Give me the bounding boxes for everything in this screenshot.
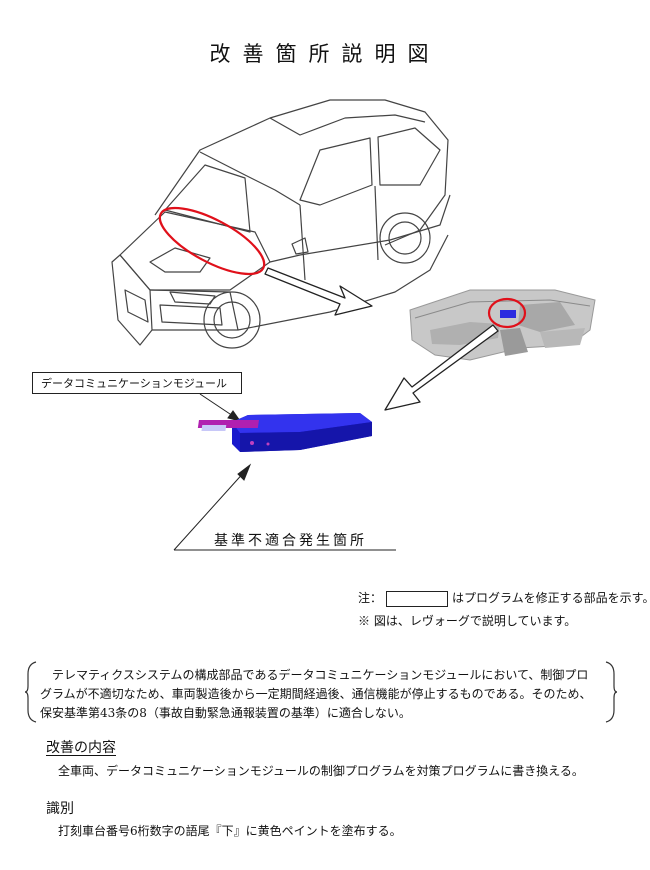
nonconformity-leader xyxy=(173,463,396,551)
dashboard-image xyxy=(409,289,596,361)
identification-heading: 識別 xyxy=(46,801,74,817)
note-prefix: 注： xyxy=(358,591,383,605)
right-bracket xyxy=(605,661,618,723)
description: テレマティクスシステムの構成部品であるデータコミュニケーションモジュールにおいて… xyxy=(40,668,592,720)
dashboard-highlight-ellipse xyxy=(487,297,527,329)
nonconformity-label: 基準不適合発生箇所 xyxy=(214,533,367,549)
module-label: データコミュニケーションモジュール xyxy=(32,372,242,394)
improvement-heading: 改善の内容 xyxy=(46,740,116,756)
module-leader xyxy=(199,393,242,422)
improvement-body: 全車両、データコミュニケーションモジュールの制御プログラムを対策プログラムに書き… xyxy=(58,764,584,778)
note-legend-box xyxy=(386,590,449,607)
arrow-to-module xyxy=(384,324,499,411)
module-image xyxy=(197,413,372,452)
note-remark: ※ 図は、レヴォーグで説明しています。 xyxy=(358,614,577,628)
page-title: 改善箇所説明図 xyxy=(209,42,441,66)
left-bracket xyxy=(24,661,37,723)
note-row: 注： はプログラムを修正する部品を示す。 xyxy=(358,589,650,607)
illustration xyxy=(111,99,596,551)
car-drawing xyxy=(111,99,451,349)
arrow-to-dashboard xyxy=(264,267,373,316)
identification-body: 打刻車台番号6桁数字の語尾『下』に黄色ペイントを塗布する。 xyxy=(58,824,402,838)
note-suffix: はプログラムを修正する部品を示す。 xyxy=(452,591,650,605)
car-highlight-ellipse xyxy=(158,206,266,276)
